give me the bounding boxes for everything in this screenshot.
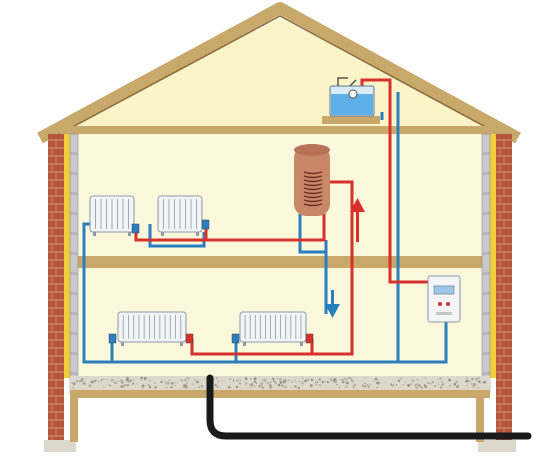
hot-pipe-vent <box>360 78 428 284</box>
slab-speckle <box>71 376 486 390</box>
suspended-floor-beam <box>70 390 490 398</box>
right-pier <box>476 398 484 442</box>
radiator-upper-2 <box>157 195 203 236</box>
cold-pipe-lower-return <box>110 214 328 362</box>
intermediate-floor <box>66 256 494 268</box>
cold-pipe-boiler-return <box>398 318 448 364</box>
radiator-lower-1 <box>117 311 187 346</box>
hot-water-cylinder-icon <box>294 144 330 216</box>
radiator-upper-1 <box>89 195 135 236</box>
radiator-valves <box>108 219 314 344</box>
attic-floor <box>60 126 500 134</box>
left-pier <box>70 398 78 442</box>
radiator-lower-2 <box>239 311 307 346</box>
upper-floor-room <box>66 134 494 256</box>
arrow-up-icon <box>350 198 365 242</box>
left-footing <box>44 440 76 452</box>
arrow-down-icon <box>325 290 340 318</box>
right-insulation <box>490 134 496 378</box>
header-tank-icon <box>322 77 380 124</box>
boiler-icon <box>427 275 461 323</box>
roof-inner-edge <box>51 15 507 139</box>
ground-supply-pipe <box>206 374 532 440</box>
roof <box>37 2 521 144</box>
hot-pipe-cylinder-coil <box>190 180 354 356</box>
attic-space <box>60 18 500 130</box>
right-footing <box>478 440 516 452</box>
left-inner-blocks <box>69 133 79 394</box>
brick-mortar-left <box>48 139 64 444</box>
left-insulation <box>64 134 70 378</box>
brick-mortar-right <box>496 139 512 444</box>
right-inner-blocks <box>481 133 491 394</box>
cold-pipe-tank-feed <box>82 92 400 364</box>
